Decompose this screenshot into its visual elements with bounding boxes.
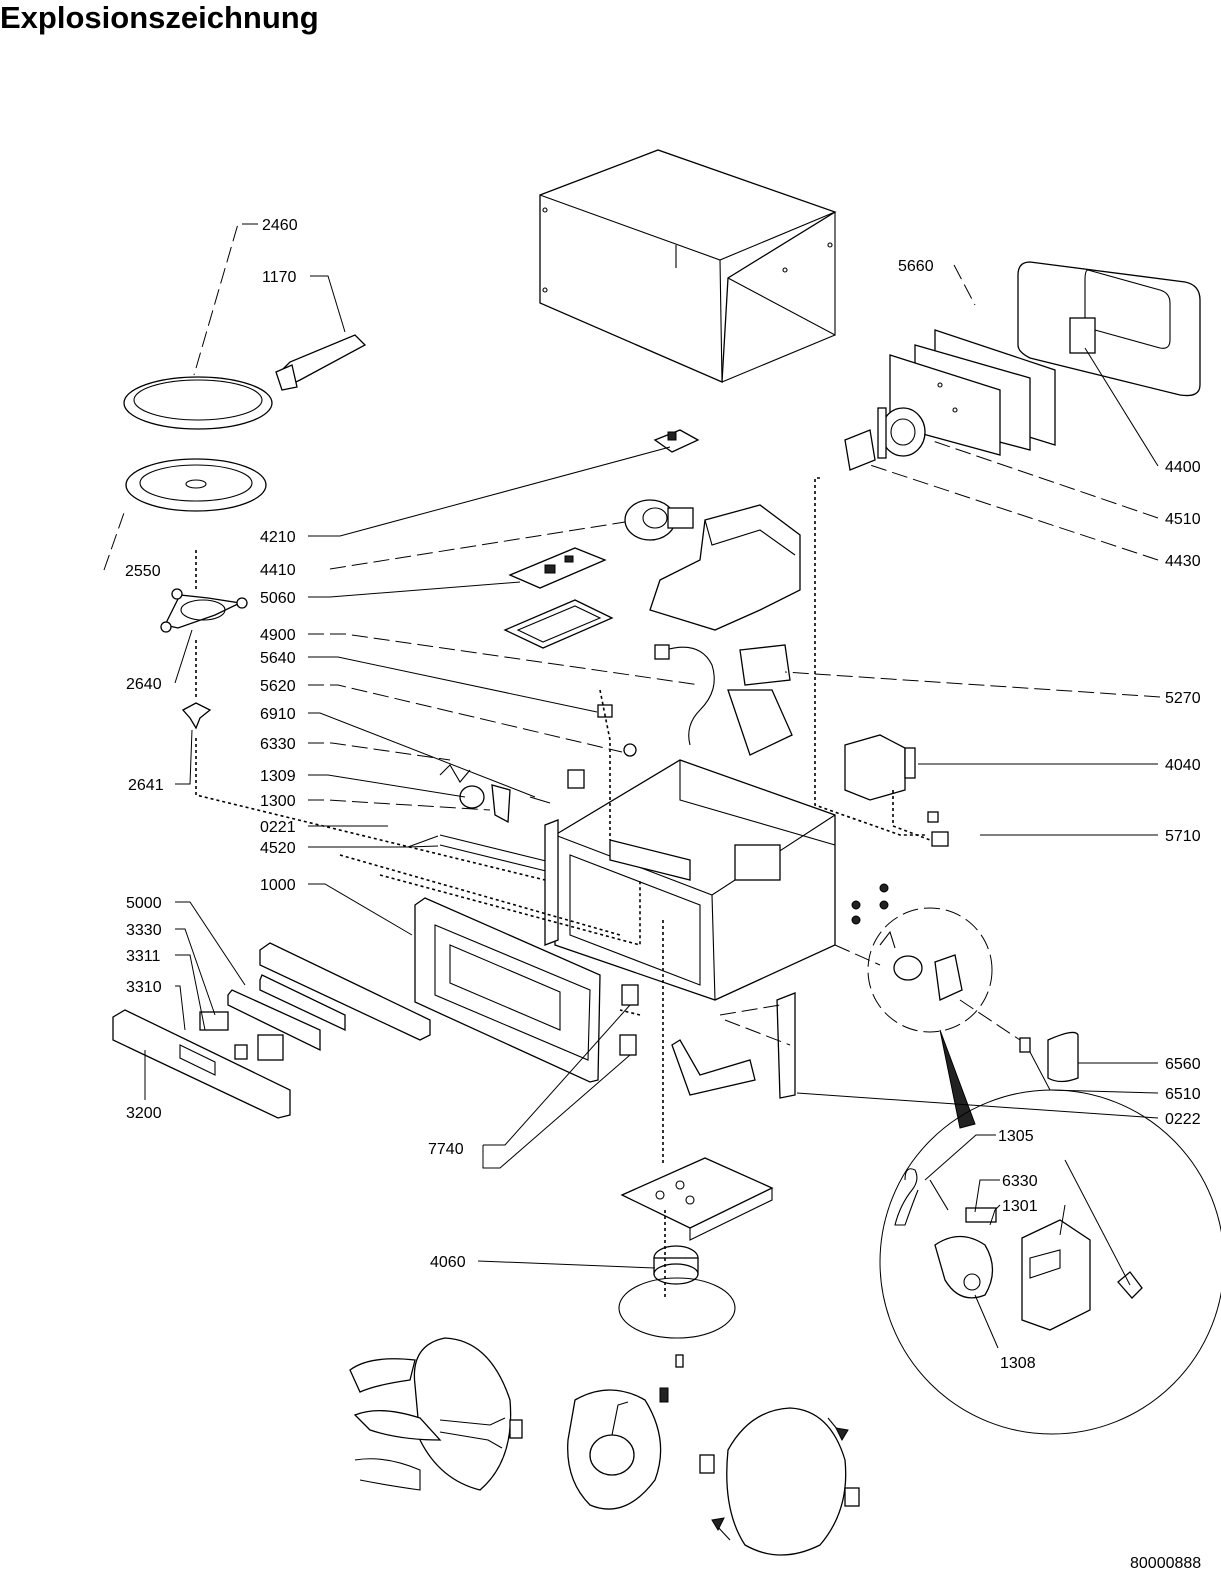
mains-cable-part (654, 644, 715, 746)
transformer-part (727, 644, 793, 756)
page-title: Explosionszeichnung (0, 0, 319, 35)
strip-0222-part (776, 992, 796, 1099)
label-2641: 2641 (128, 777, 164, 794)
label-6510: 6510 (1165, 1086, 1201, 1103)
detail-circle-interlock (867, 907, 993, 1033)
label-1300: 1300 (260, 793, 296, 810)
door-frame-part (1017, 261, 1201, 397)
screw-parts (659, 883, 889, 1403)
document-number: 80000888 (1130, 1555, 1202, 1572)
oven-cavity-part (554, 759, 836, 1001)
turntable-ring-part (123, 376, 273, 430)
top-casing-part (539, 149, 837, 383)
gasket-part (618, 1277, 736, 1339)
interlock-parts (439, 764, 551, 824)
connector-part (927, 811, 949, 847)
label-4430: 4430 (1165, 553, 1201, 570)
label-3330: 3330 (126, 922, 162, 939)
switch-parts (567, 704, 637, 789)
pcb-frame-part (503, 599, 614, 649)
label-4900: 4900 (260, 627, 296, 644)
label-7740: 7740 (428, 1141, 464, 1158)
blower-part (624, 499, 694, 541)
service-illustration-motor (567, 1389, 662, 1510)
bracket-parts (619, 984, 639, 1056)
label-2460: 2460 (262, 217, 298, 234)
magnetron-part (844, 734, 916, 801)
label-4210: 4210 (260, 529, 296, 546)
coupler-part (181, 702, 212, 730)
label-6330: 6330 (260, 736, 296, 753)
base-plate-part (620, 1157, 774, 1241)
label-5620: 5620 (260, 678, 296, 695)
label-6910: 6910 (260, 706, 296, 723)
heating-rods-part (439, 834, 551, 873)
label-3311: 3311 (126, 948, 161, 965)
label-1308: 1308 (1000, 1355, 1036, 1372)
label-1000: 1000 (260, 877, 296, 894)
label-5000: 5000 (126, 895, 162, 912)
label-1301: 1301 (1002, 1198, 1038, 1215)
label-4520: 4520 (260, 840, 296, 857)
door-part (414, 897, 601, 1083)
label-6330b: 6330 (1002, 1173, 1038, 1190)
roller-support-part (160, 588, 248, 633)
label-4400: 4400 (1165, 459, 1201, 476)
mount-plate-part (671, 1039, 756, 1096)
label-0222: 0222 (1165, 1111, 1201, 1128)
label-1170: 1170 (262, 269, 297, 286)
label-5060: 5060 (260, 590, 296, 607)
hinge-strip-part (544, 819, 559, 946)
label-4040: 4040 (1165, 757, 1201, 774)
label-4410: 4410 (260, 562, 296, 579)
handle-part (275, 334, 367, 391)
air-duct-part (649, 504, 801, 631)
label-5270: 5270 (1165, 690, 1201, 707)
main-pcb-part (508, 547, 607, 589)
label-1305: 1305 (998, 1128, 1034, 1145)
label-3200: 3200 (126, 1105, 162, 1122)
label-4060: 4060 (430, 1254, 466, 1271)
label-5710: 5710 (1165, 828, 1201, 845)
label-6560: 6560 (1165, 1056, 1201, 1073)
front-panel-part (112, 1009, 291, 1119)
fan-part (844, 407, 926, 471)
label-4510: 4510 (1165, 511, 1201, 528)
glass-plate-part (125, 458, 267, 512)
panel-parts (199, 942, 431, 1061)
detail-pointer (939, 1029, 976, 1129)
leader-lines (103, 223, 1161, 1349)
assembly-paths (195, 477, 931, 1300)
label-2550: 2550 (125, 563, 161, 580)
door-switch-parts (1019, 1031, 1079, 1083)
label-5660: 5660 (898, 258, 934, 275)
label-3310: 3310 (126, 979, 162, 996)
label-2640: 2640 (126, 676, 162, 693)
service-illustration-rotate (699, 1407, 860, 1556)
label-5640: 5640 (260, 650, 296, 667)
service-illustration-cutting (349, 1337, 523, 1491)
detail-circle-door-lock (879, 1089, 1221, 1435)
label-1309: 1309 (260, 768, 296, 785)
part-labels: 2460 1170 5660 4400 4510 4430 4210 4410 … (125, 217, 1201, 1372)
label-0221: 0221 (260, 819, 296, 836)
pcb-small-part (653, 429, 700, 453)
